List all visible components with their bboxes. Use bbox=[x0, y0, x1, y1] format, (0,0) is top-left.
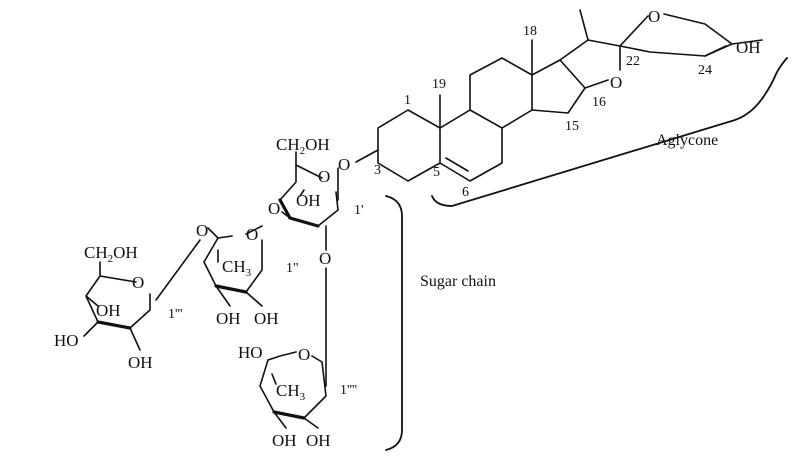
locant-c18: 18 bbox=[523, 24, 537, 39]
aglycone-skeleton bbox=[355, 9, 763, 182]
sugar-chain-bracket bbox=[385, 195, 403, 451]
locant-c6: 6 bbox=[462, 185, 469, 200]
bond-rha1-o-left bbox=[207, 227, 219, 239]
bond-rha2-oh-b bbox=[303, 417, 319, 429]
locant-c24: 24 bbox=[698, 63, 712, 78]
bond-glc1-o-link bbox=[281, 211, 291, 219]
locant-c22: 22 bbox=[626, 54, 640, 69]
oh-rha2-b: OH bbox=[306, 431, 331, 450]
oh-glc1: OH bbox=[296, 191, 321, 210]
bond-glc2-oh-b bbox=[129, 327, 141, 351]
aglycone-label: Aglycone bbox=[656, 132, 718, 149]
glucose-1-ring bbox=[278, 151, 339, 251]
bond-c24-oh bbox=[704, 45, 727, 57]
double-bond-5-6 bbox=[445, 157, 469, 172]
ch3-rha2: CH3 bbox=[276, 381, 306, 403]
bond-rha1-oh-b bbox=[245, 291, 263, 307]
o-glc2-ring: O bbox=[132, 273, 144, 292]
oh-rha1-a: OH bbox=[216, 309, 241, 328]
bond-glc2-oh-a bbox=[85, 295, 99, 307]
ring-d bbox=[531, 59, 586, 114]
locant-c1: 1 bbox=[404, 93, 411, 108]
locant-1pp: 1" bbox=[286, 261, 299, 276]
bond-rha1-oh-a bbox=[215, 285, 231, 307]
locant-c16: 16 bbox=[592, 95, 606, 110]
methyl-21 bbox=[579, 9, 589, 41]
o-ring-e: O bbox=[610, 73, 622, 92]
rhamnose-2-ring bbox=[259, 351, 327, 429]
bond-glc2-ho bbox=[83, 321, 99, 337]
oh-c24: OH bbox=[736, 38, 761, 57]
bond-glc1-oh bbox=[299, 189, 305, 197]
locant-1ppp: 1''' bbox=[168, 307, 183, 322]
bond-o-link-glc2 bbox=[155, 239, 201, 301]
locant-c15: 15 bbox=[565, 119, 579, 134]
ch3-rha1: CH3 bbox=[222, 257, 252, 279]
methyl-27 bbox=[731, 39, 763, 45]
oh-rha1-b: OH bbox=[254, 309, 279, 328]
ring-a bbox=[377, 109, 441, 182]
ring-c bbox=[469, 57, 533, 129]
aglycone-bracket bbox=[431, 57, 788, 207]
sugar-chain-label: Sugar chain bbox=[420, 273, 496, 290]
glucose-2-ring bbox=[83, 261, 151, 351]
locant-c5: 5 bbox=[433, 165, 440, 180]
rhamnose-1-ring bbox=[203, 225, 263, 307]
o-link-rha1: O bbox=[268, 199, 280, 218]
o-link-rha2: O bbox=[319, 249, 331, 268]
bond-rha2-ch3 bbox=[271, 373, 277, 385]
ho-rha2: HO bbox=[238, 343, 263, 362]
bond-rha2-oh-a bbox=[273, 411, 287, 429]
bond-c3-o bbox=[355, 149, 379, 163]
oh-glc2-a: OH bbox=[96, 301, 121, 320]
ch2oh-glc2: CH2OH bbox=[84, 243, 138, 265]
o-glycosidic: O bbox=[338, 155, 350, 174]
ring-f bbox=[619, 15, 649, 47]
o-ring-f: O bbox=[648, 7, 660, 26]
locant-1pppp: 1'''' bbox=[340, 383, 357, 398]
oh-glc2-b: OH bbox=[128, 353, 153, 372]
oh-rha2-a: OH bbox=[272, 431, 297, 450]
o-link-glc2: O bbox=[196, 221, 208, 240]
o-rha2-ring: O bbox=[298, 345, 310, 364]
ring-e bbox=[559, 39, 621, 71]
ring-f-b bbox=[619, 13, 733, 57]
locant-1p: 1' bbox=[354, 203, 364, 218]
ring-b bbox=[439, 109, 503, 182]
ch2oh-glc1: CH2OH bbox=[276, 135, 330, 157]
ring-e-lower bbox=[584, 79, 609, 89]
o-glc1-ring: O bbox=[318, 167, 330, 186]
ho-glc2: HO bbox=[54, 331, 79, 350]
locant-c3: 3 bbox=[374, 163, 381, 178]
locant-c19: 19 bbox=[432, 77, 446, 92]
o-rha1-ring: O bbox=[246, 225, 258, 244]
